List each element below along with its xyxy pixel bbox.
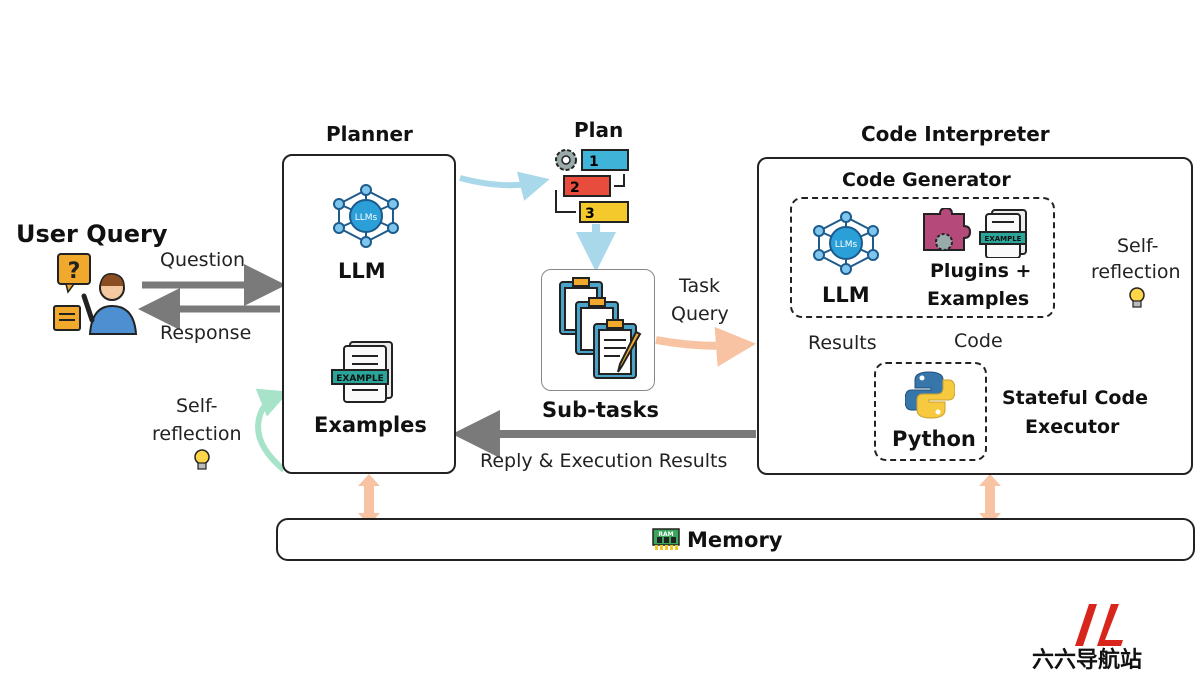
plan-steps-icon: 1 2 3 [555,149,629,223]
svg-text:EXAMPLE: EXAMPLE [985,235,1022,243]
planner-title: Planner [326,122,413,146]
lightbulb-icon [1129,287,1145,308]
watermark-text: 六六导航站 [1032,648,1143,673]
planner-self-reflection-arrow [255,388,290,473]
user-with-question-icon: ? [53,253,138,335]
task-query-line1: Task [679,275,721,297]
svg-text:2: 2 [570,180,580,196]
results-label: Results [808,332,877,354]
svg-text:?: ? [68,259,81,284]
response-label: Response [160,322,252,344]
task-query-arrow [655,326,756,367]
planner-self-reflection-line2: reflection [152,423,242,445]
ram-chip-icon: RAM [652,528,680,550]
llm-network-icon: LLMs [333,184,399,248]
plugins-label-line1: Plugins + [930,260,1032,282]
user-query-title: User Query [16,220,168,248]
plugins-label-line2: Examples [927,288,1030,310]
watermark-logo-icon [1075,604,1123,646]
planner-to-plan-arrow [459,171,550,201]
plugins-examples-icon: EXAMPLE [923,208,1027,258]
code-generator-title: Code Generator [842,169,1011,191]
generator-llm-label: LLM [822,283,870,307]
examples-document-icon: EXAMPLE [331,341,393,403]
python-logo-icon [905,371,955,419]
generator-self-reflection-line1: Self- [1117,235,1159,257]
planner-llm-label: LLM [338,259,386,283]
code-generator-box [790,197,1055,318]
code-label: Code [954,330,1003,352]
executor-label-line1: Stateful Code [1002,387,1148,409]
planner-examples-label: Examples [314,413,427,437]
plan-title: Plan [574,118,624,142]
reply-label: Reply & Execution Results [480,450,728,472]
python-executor-box [874,362,987,461]
generator-self-reflection-line2: reflection [1091,261,1181,283]
generator-llm-network-icon: LLMs [813,211,879,275]
svg-text:1: 1 [589,154,599,170]
question-label: Question [160,249,245,271]
clipboard-tasks-icon [559,277,642,379]
memory-box [276,518,1195,561]
python-label: Python [892,427,976,451]
code-interpreter-title: Code Interpreter [861,122,1050,146]
planner-self-reflection-line1: Self- [176,395,218,417]
lightbulb-icon [194,449,210,470]
task-query-line2: Query [671,303,729,325]
memory-label: Memory [687,528,783,552]
svg-text:LLMs: LLMs [835,240,858,250]
svg-text:3: 3 [585,206,595,222]
subtasks-label: Sub-tasks [542,398,659,422]
executor-label-line2: Executor [1025,416,1120,438]
example-tag-text: EXAMPLE [336,374,384,384]
svg-text:RAM: RAM [658,531,673,538]
llm-icon-text: LLMs [355,213,378,223]
